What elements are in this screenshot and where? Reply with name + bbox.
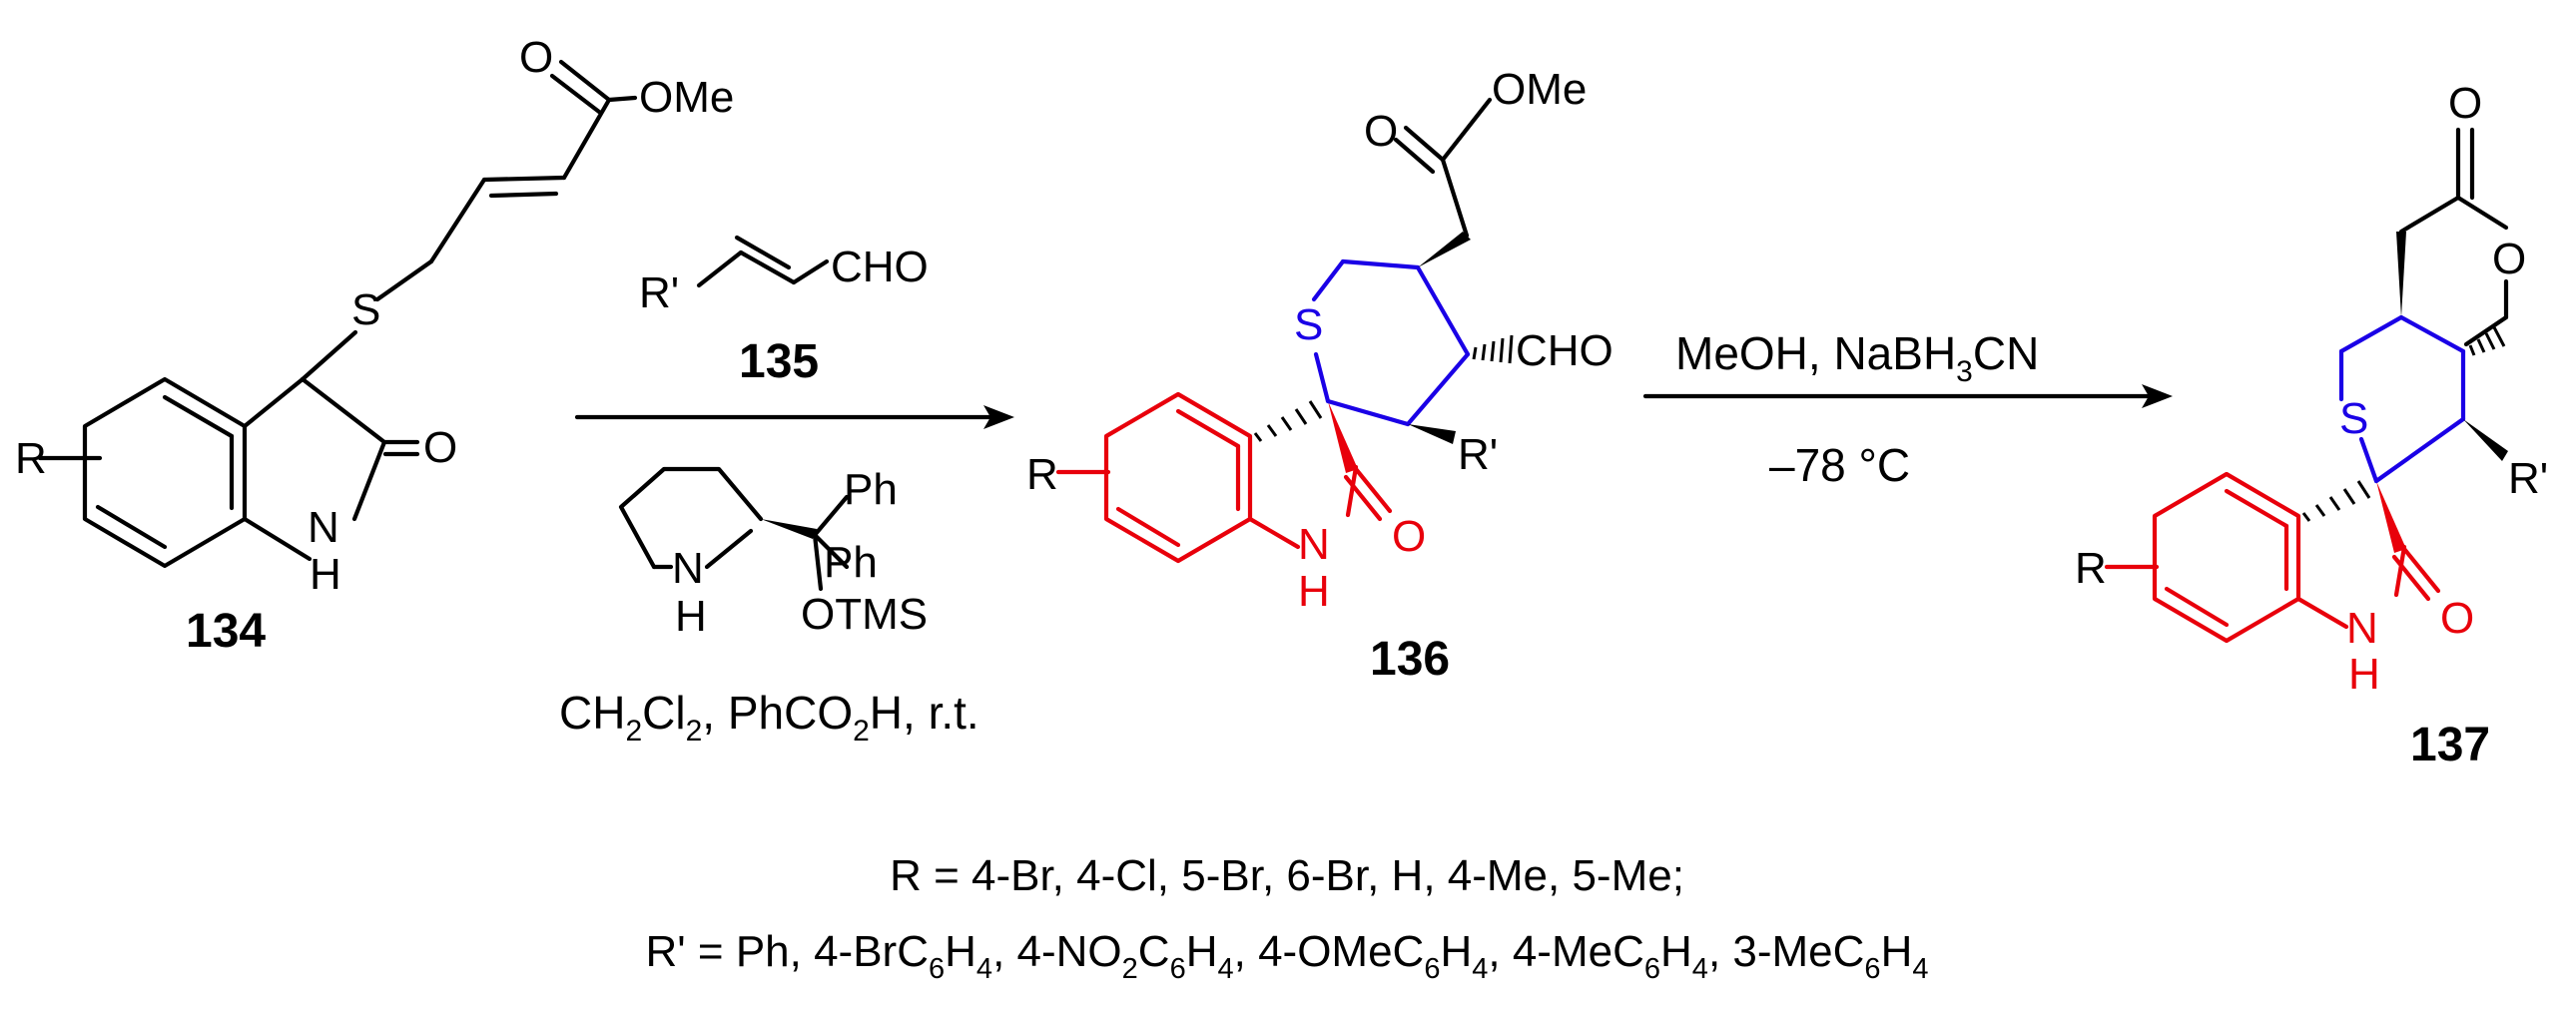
- compound-136-carbonyl-o-label: O: [1392, 512, 1426, 561]
- compound-136-s-label: S: [1294, 300, 1323, 349]
- catalyst-ph2-label: Ph: [824, 538, 878, 587]
- compound-134-h-label: H: [310, 550, 341, 599]
- catalyst-ph1-label: Ph: [844, 465, 898, 514]
- compound-137-hashed-ring-bond: [2468, 326, 2506, 356]
- compound-137-h-label: H: [2348, 650, 2380, 699]
- compound-136-oxindole-bonds: [1055, 391, 1393, 564]
- compound-136-r-label: R: [1026, 450, 1058, 499]
- compound-135-number: 135: [739, 335, 819, 388]
- compound-134-n-label: N: [308, 503, 339, 552]
- compound-136: R S N H O CHO R' O OMe 136: [1026, 65, 1613, 686]
- compound-137: R S N H O R' O O 137: [2075, 79, 2548, 771]
- compound-137-hashed-spiro-bond: [2301, 480, 2371, 522]
- compound-134-ester-o-label: O: [519, 33, 553, 82]
- compound-137-s-label: S: [2339, 394, 2368, 443]
- step2-reagents: MeOH, NaBH3CN: [1675, 327, 2039, 388]
- compound-135-rprime-label: R': [639, 268, 679, 317]
- compound-137-r-label: R: [2075, 544, 2107, 593]
- compound-137-lactone-bonds: [2396, 127, 2509, 461]
- compound-134-carbonyl-o-label: O: [423, 423, 457, 472]
- compound-134-bonds: [37, 59, 638, 569]
- compound-136-number: 136: [1370, 633, 1450, 686]
- reaction-arrow-1: [574, 405, 1014, 429]
- compound-137-carbonyl-o-label: O: [2440, 594, 2474, 643]
- compound-137-number: 137: [2410, 719, 2490, 771]
- compound-137-thiopyran-bonds: [2338, 314, 2466, 484]
- compound-136-hashed-cho-bond: [1472, 334, 1514, 364]
- compound-136-rprime-label: R': [1458, 430, 1498, 479]
- compound-135: R' CHO 135: [639, 235, 929, 388]
- footer-r-definition: R = 4-Br, 4-Cl, 5-Br, 6-Br, H, 4-Me, 5-M…: [890, 851, 1684, 900]
- compound-134-s-label: S: [351, 285, 380, 334]
- compound-137-lactone-o-label: O: [2448, 79, 2482, 128]
- catalyst-diphenylprolinol-tms-ether: N H Ph Ph OTMS: [618, 465, 928, 641]
- compound-136-substituent-bonds: [1393, 97, 1493, 444]
- compound-136-ester-o-label: O: [1364, 107, 1398, 156]
- compound-137-ring-o-label: O: [2492, 235, 2526, 283]
- compound-137-rprime-label: R': [2508, 454, 2548, 503]
- compound-136-cho-label: CHO: [1516, 326, 1613, 375]
- catalyst-bonds: [618, 466, 850, 592]
- catalyst-h-label: H: [675, 592, 707, 641]
- compound-136-n-label: N: [1298, 520, 1330, 569]
- compound-134-r-label: R: [15, 434, 47, 483]
- compound-134-number: 134: [186, 605, 266, 658]
- step1-conditions: CH2Cl2, PhCO2H, r.t.: [559, 687, 979, 748]
- compound-136-ome-label: OMe: [1492, 65, 1587, 114]
- footer-rprime-definition: R' = Ph, 4-BrC6H4, 4-NO2C6H4, 4-OMeC6H4,…: [646, 927, 1929, 985]
- compound-135-cho-label: CHO: [831, 243, 929, 291]
- compound-137-oxindole-bonds: [2104, 471, 2441, 644]
- compound-134-ome-label: OMe: [639, 73, 734, 122]
- compound-135-bonds: [696, 235, 830, 288]
- catalyst-otms-label: OTMS: [801, 590, 928, 639]
- reaction-arrow-2: [1642, 384, 2173, 408]
- step2-temperature: –78 °C: [1769, 439, 1910, 491]
- compound-136-thiopyran-bonds: [1311, 258, 1471, 427]
- compound-137-n-label: N: [2346, 604, 2378, 653]
- catalyst-n-label: N: [672, 544, 704, 593]
- compound-136-h-label: H: [1298, 567, 1330, 616]
- compound-136-hashed-spiro-bond: [1253, 400, 1323, 442]
- compound-134: R S O N H O OMe 134: [15, 33, 734, 658]
